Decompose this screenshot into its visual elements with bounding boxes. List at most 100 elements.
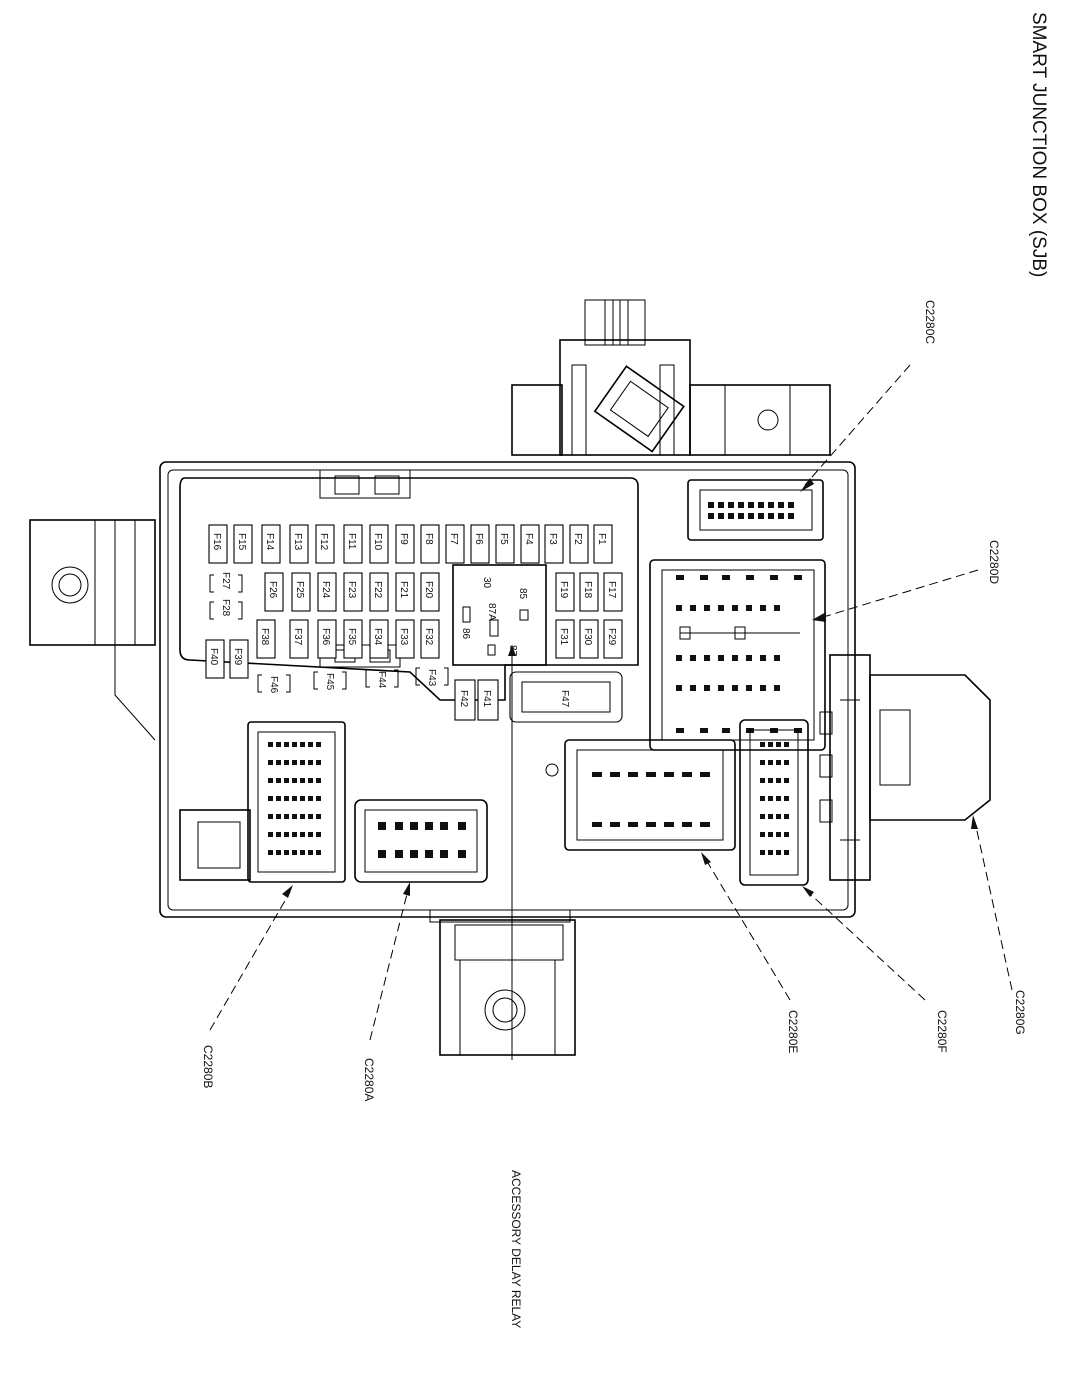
- svg-text:F29: F29: [606, 628, 617, 646]
- connector-c2280e: [545, 739, 736, 851]
- svg-text:F26: F26: [267, 581, 278, 599]
- fuse-f30: F30: [579, 619, 599, 659]
- svg-text:F37: F37: [292, 628, 303, 646]
- fuse-f14: F14: [261, 524, 281, 564]
- svg-text:F4: F4: [523, 533, 534, 545]
- svg-text:F11: F11: [346, 533, 357, 550]
- svg-text:F24: F24: [320, 581, 331, 599]
- fuse-f6: F6: [470, 524, 490, 564]
- bottom-mount-bracket: [439, 919, 576, 1056]
- svg-text:F14: F14: [264, 533, 275, 551]
- fuse-f1: F1: [593, 524, 613, 564]
- svg-text:F18: F18: [582, 581, 593, 599]
- svg-text:F15: F15: [236, 533, 247, 551]
- main-housing: [159, 461, 856, 923]
- fuse-f12: F12: [315, 524, 335, 564]
- fuse-f38: F38: [256, 619, 276, 659]
- fuse-f40: F40: [205, 639, 225, 679]
- svg-text:F39: F39: [232, 648, 243, 666]
- svg-text:F19: F19: [558, 581, 569, 599]
- svg-text:F8: F8: [423, 533, 434, 545]
- fuse-f25: F25: [291, 572, 311, 612]
- fuse-f20: F20: [420, 572, 440, 612]
- diagram-title: SMART JUNCTION BOX (SJB): [1028, 12, 1049, 277]
- fuse-f37: F37: [289, 619, 309, 659]
- fuse-f3: F3: [544, 524, 564, 564]
- svg-text:F27: F27: [220, 572, 231, 590]
- connector-c2280g-body: [819, 654, 991, 881]
- svg-text:F32: F32: [423, 628, 434, 646]
- fuse-f19: F19: [555, 572, 575, 612]
- fuse-f11: F11: [343, 524, 363, 564]
- fuse-f23: F23: [343, 572, 363, 612]
- svg-text:F30: F30: [582, 628, 593, 646]
- fuse-f24: F24: [317, 572, 337, 612]
- svg-text:F21: F21: [398, 581, 409, 599]
- fuse-f17: F17: [603, 572, 623, 612]
- label-c2280c: C2280C: [923, 300, 937, 344]
- label-c2280b: C2280B: [201, 1045, 215, 1088]
- fuse-panel: F16 F15 F14 F13 F12 F11 F10 F9 F8 F7 F6 …: [205, 524, 623, 723]
- label-c2280e: C2280E: [786, 1010, 800, 1053]
- connector-c2280a: [354, 799, 488, 883]
- connector-c2280f: [739, 719, 809, 886]
- fuse-f36: F36: [317, 619, 337, 659]
- svg-text:F42: F42: [458, 690, 469, 708]
- svg-text:F17: F17: [606, 581, 617, 599]
- connector-c2280d: [649, 559, 826, 751]
- fuse-f16: F16: [208, 524, 228, 564]
- fuse-f8: F8: [420, 524, 440, 564]
- label-c2280d: C2280D: [987, 540, 1001, 584]
- connector-c2280b: [247, 721, 346, 883]
- svg-text:F35: F35: [346, 628, 357, 646]
- fuse-f45: F45: [313, 671, 347, 691]
- svg-text:F31: F31: [558, 628, 569, 646]
- fuse-f39: F39: [229, 639, 249, 679]
- svg-text:F20: F20: [423, 581, 434, 599]
- svg-text:F7: F7: [448, 533, 459, 545]
- svg-text:F22: F22: [372, 581, 383, 599]
- fuse-f35: F35: [343, 619, 363, 659]
- svg-text:F13: F13: [292, 533, 303, 551]
- fuse-f27: F27: [209, 572, 243, 593]
- svg-text:F43: F43: [426, 669, 437, 687]
- svg-text:F12: F12: [318, 533, 329, 551]
- fuse-f22: F22: [369, 572, 389, 612]
- fuse-f33: F33: [395, 619, 415, 659]
- label-c2280f: C2280F: [935, 1010, 949, 1053]
- svg-text:F28: F28: [220, 599, 231, 617]
- svg-text:F23: F23: [346, 581, 357, 599]
- svg-text:F46: F46: [268, 676, 279, 694]
- svg-text:87A: 87A: [486, 603, 497, 621]
- fuse-f28: F28: [209, 599, 243, 620]
- label-c2280a: C2280A: [362, 1058, 376, 1101]
- svg-text:F38: F38: [259, 628, 270, 646]
- svg-text:F25: F25: [294, 581, 305, 599]
- fuse-f15: F15: [233, 524, 253, 564]
- connector-c2280c: [687, 479, 824, 541]
- fuse-f18: F18: [579, 572, 599, 612]
- svg-text:F16: F16: [211, 533, 222, 551]
- svg-text:F33: F33: [398, 628, 409, 646]
- fuse-f43: F43: [415, 667, 449, 687]
- svg-text:F2: F2: [572, 533, 583, 545]
- svg-text:85: 85: [517, 588, 528, 600]
- svg-text:30: 30: [481, 577, 492, 589]
- fuse-f42: F42: [454, 679, 476, 721]
- svg-text:F10: F10: [372, 533, 383, 551]
- fuse-f21: F21: [395, 572, 415, 612]
- svg-text:F41: F41: [481, 690, 492, 708]
- fuse-f5: F5: [495, 524, 515, 564]
- fuse-f7: F7: [445, 524, 465, 564]
- label-accessory-delay-relay: ACCESSORY DELAY RELAY: [509, 1170, 523, 1328]
- fuse-f2: F2: [569, 524, 589, 564]
- svg-text:86: 86: [460, 628, 471, 640]
- svg-text:F1: F1: [596, 533, 607, 545]
- fuse-f29: F29: [603, 619, 623, 659]
- fuse-f44: F44: [365, 669, 399, 689]
- svg-text:F44: F44: [376, 671, 387, 689]
- top-mount-brackets: [511, 299, 831, 456]
- fuse-f32: F32: [420, 619, 440, 659]
- accessory-delay-relay: 30 85 87A 86 87: [452, 564, 547, 666]
